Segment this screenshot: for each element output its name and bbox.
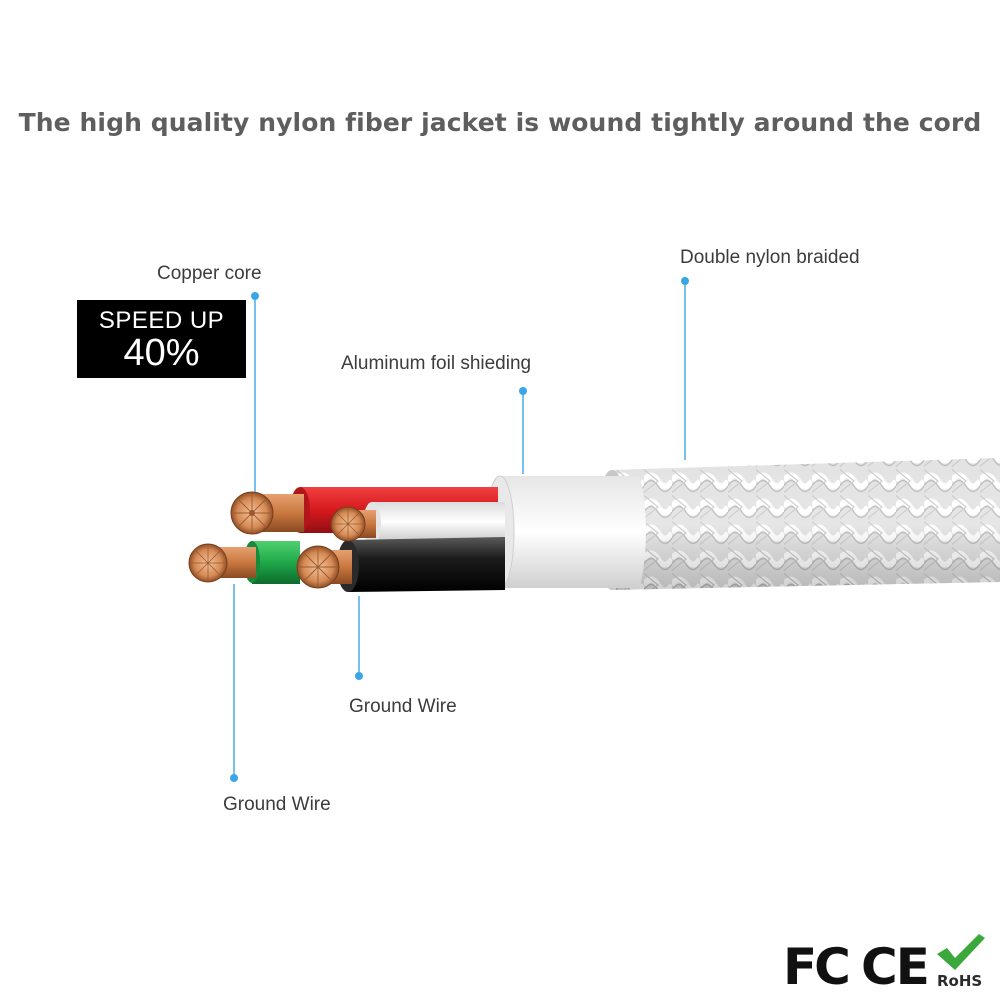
copper-core-left xyxy=(188,543,256,583)
rohs-mark: RoHS xyxy=(933,932,993,998)
dot-copper-core xyxy=(251,292,259,300)
leader-dots xyxy=(230,277,689,782)
rohs-check-icon xyxy=(937,934,985,970)
leader-lines xyxy=(233,281,686,778)
dot-ground-wire-middle xyxy=(355,672,363,680)
black-wire xyxy=(337,537,505,592)
speed-badge-line1: SPEED UP xyxy=(98,307,225,334)
label-ground-wire-lower: Ground Wire xyxy=(223,794,331,815)
speed-badge-line2: 40% xyxy=(123,332,200,374)
fc-logo: FC xyxy=(783,938,851,996)
label-copper-core: Copper core xyxy=(157,263,262,284)
dot-aluminum-foil xyxy=(519,387,527,395)
braided-jacket xyxy=(596,458,1000,590)
label-aluminum-foil: Aluminum foil shieding xyxy=(341,353,532,374)
headline: The high quality nylon fiber jacket is w… xyxy=(18,108,982,137)
label-double-nylon: Double nylon braided xyxy=(680,247,860,268)
copper-core-white xyxy=(330,506,376,542)
copper-core-black xyxy=(296,545,352,589)
dot-double-nylon xyxy=(681,277,689,285)
aluminum-foil xyxy=(485,475,646,589)
speed-badge: SPEED UP 40% xyxy=(77,300,246,378)
label-ground-wire-middle: Ground Wire xyxy=(349,696,457,717)
ce-mark: CE xyxy=(861,938,930,996)
dot-ground-wire-lower xyxy=(230,774,238,782)
copper-core-top xyxy=(230,491,304,535)
rohs-text: RoHS xyxy=(937,972,983,990)
